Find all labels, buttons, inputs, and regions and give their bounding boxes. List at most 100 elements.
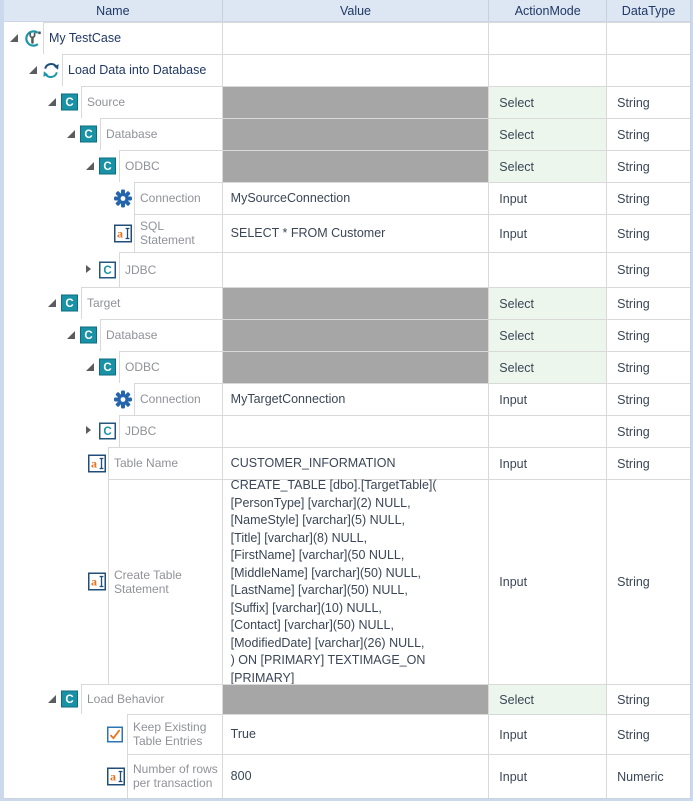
value-cell[interactable]: CREATE_TABLE [dbo].[TargetTable]( [Perso… [221, 478, 489, 685]
value-cell[interactable]: CUSTOMER_INFORMATION [221, 447, 489, 479]
name-cell[interactable]: a Number of rows per transaction [4, 754, 222, 798]
column-header-value[interactable]: Value [221, 0, 489, 21]
name-cell[interactable]: a Table Name [4, 447, 222, 479]
table-row[interactable]: a Create Table Statement CREATE_TABLE [d… [4, 478, 690, 685]
action-mode-cell[interactable]: Input [488, 182, 607, 214]
table-row[interactable]: Keep Existing Table Entries True Input S… [4, 714, 690, 754]
data-type-cell[interactable]: String [606, 287, 690, 319]
table-row[interactable]: C Target Select String [4, 287, 690, 319]
name-cell[interactable]: a SQL Statement [4, 214, 222, 252]
name-cell[interactable]: C JDBC [4, 415, 222, 447]
data-type-cell[interactable] [606, 22, 690, 54]
data-type-cell[interactable]: String [606, 214, 690, 252]
table-row[interactable]: Connection MyTargetConnection Input Stri… [4, 383, 690, 415]
data-type-cell[interactable]: String [606, 684, 690, 714]
action-mode-cell[interactable] [488, 252, 607, 287]
action-mode-cell[interactable]: Input [488, 383, 607, 415]
name-cell[interactable]: My TestCase [4, 22, 222, 54]
value-cell[interactable]: MySourceConnection [221, 182, 489, 214]
value-cell[interactable] [221, 319, 489, 351]
data-type-cell[interactable]: String [606, 118, 690, 150]
expander-expanded-icon[interactable] [86, 363, 94, 371]
table-row[interactable]: a Table Name CUSTOMER_INFORMATION Input … [4, 447, 690, 479]
data-type-cell[interactable]: String [606, 351, 690, 383]
data-type-cell[interactable]: String [606, 86, 690, 118]
value-cell[interactable]: 800 [221, 754, 489, 798]
value-cell[interactable] [221, 287, 489, 319]
action-mode-cell[interactable]: Input [488, 447, 607, 479]
action-mode-cell[interactable]: Select [488, 684, 607, 714]
value-cell[interactable] [221, 150, 489, 182]
expander-expanded-icon[interactable] [48, 299, 56, 307]
data-type-cell[interactable] [606, 54, 690, 86]
action-mode-cell[interactable]: Select [488, 150, 607, 182]
value-cell[interactable] [221, 684, 489, 714]
data-type-cell[interactable]: String [606, 182, 690, 214]
table-row[interactable]: Connection MySourceConnection Input Stri… [4, 182, 690, 214]
data-type-cell[interactable]: String [606, 447, 690, 479]
table-row[interactable]: C Database Select String [4, 319, 690, 351]
name-cell[interactable]: C JDBC [4, 252, 222, 287]
action-mode-cell[interactable]: Select [488, 319, 607, 351]
name-cell[interactable]: C Source [4, 86, 222, 118]
expander-collapsed-icon[interactable] [86, 264, 91, 273]
name-cell[interactable]: Connection [4, 182, 222, 214]
action-mode-cell[interactable] [488, 415, 607, 447]
name-cell[interactable]: Keep Existing Table Entries [4, 714, 222, 754]
table-row[interactable]: C Load Behavior Select String [4, 684, 690, 714]
table-row[interactable]: a SQL Statement SELECT * FROM Customer I… [4, 214, 690, 252]
name-cell[interactable]: C Database [4, 319, 222, 351]
value-cell[interactable]: MyTargetConnection [221, 383, 489, 415]
action-mode-cell[interactable]: Input [488, 214, 607, 252]
name-cell[interactable]: Load Data into Database [4, 54, 222, 86]
data-type-cell[interactable]: String [606, 150, 690, 182]
table-row[interactable]: C JDBC String [4, 252, 690, 287]
data-type-cell[interactable]: String [606, 319, 690, 351]
action-mode-cell[interactable]: Select [488, 86, 607, 118]
value-cell[interactable] [221, 86, 489, 118]
table-row[interactable]: C ODBC Select String [4, 351, 690, 383]
data-type-cell[interactable]: String [606, 415, 690, 447]
value-cell[interactable]: SELECT * FROM Customer [221, 214, 489, 252]
column-header-name[interactable]: Name [96, 3, 130, 18]
data-type-cell[interactable]: String [606, 714, 690, 754]
table-row[interactable]: My TestCase [4, 22, 690, 54]
name-cell[interactable]: Connection [4, 383, 222, 415]
value-cell[interactable] [221, 118, 489, 150]
value-cell[interactable] [221, 415, 489, 447]
expander-expanded-icon[interactable] [86, 162, 94, 170]
data-type-cell[interactable]: Numeric [606, 754, 690, 798]
expander-collapsed-icon[interactable] [86, 426, 91, 434]
action-mode-cell[interactable]: Input [488, 754, 607, 798]
expander-expanded-icon[interactable] [48, 98, 56, 106]
action-mode-cell[interactable] [488, 54, 607, 86]
value-cell[interactable] [221, 54, 489, 86]
data-type-cell[interactable]: String [606, 252, 690, 287]
action-mode-cell[interactable]: Select [488, 351, 607, 383]
value-cell[interactable]: True [221, 714, 489, 754]
table-row[interactable]: Load Data into Database [4, 54, 690, 86]
action-mode-cell[interactable]: Select [488, 287, 607, 319]
table-row[interactable]: C Source Select String [4, 86, 690, 118]
name-cell[interactable]: C Load Behavior [4, 684, 222, 714]
table-row[interactable]: C Database Select String [4, 118, 690, 150]
name-cell[interactable]: C ODBC [4, 150, 222, 182]
data-type-cell[interactable]: String [606, 479, 690, 684]
expander-expanded-icon[interactable] [67, 331, 75, 339]
value-cell[interactable] [221, 22, 489, 54]
value-cell[interactable] [221, 351, 489, 383]
table-row[interactable]: C ODBC Select String [4, 150, 690, 182]
table-row[interactable]: C JDBC String [4, 415, 690, 447]
name-cell[interactable]: C ODBC [4, 351, 222, 383]
value-cell[interactable] [221, 252, 489, 287]
action-mode-cell[interactable]: Input [488, 714, 607, 754]
expander-expanded-icon[interactable] [67, 130, 75, 138]
expander-expanded-icon[interactable] [10, 34, 18, 42]
action-mode-cell[interactable]: Input [488, 479, 607, 684]
name-cell[interactable]: a Create Table Statement [4, 479, 222, 684]
data-type-cell[interactable]: String [606, 383, 690, 415]
table-row[interactable]: a Number of rows per transaction 800 Inp… [4, 754, 690, 798]
name-cell[interactable]: C Database [4, 118, 222, 150]
expander-expanded-icon[interactable] [29, 66, 37, 74]
action-mode-cell[interactable]: Select [488, 118, 607, 150]
